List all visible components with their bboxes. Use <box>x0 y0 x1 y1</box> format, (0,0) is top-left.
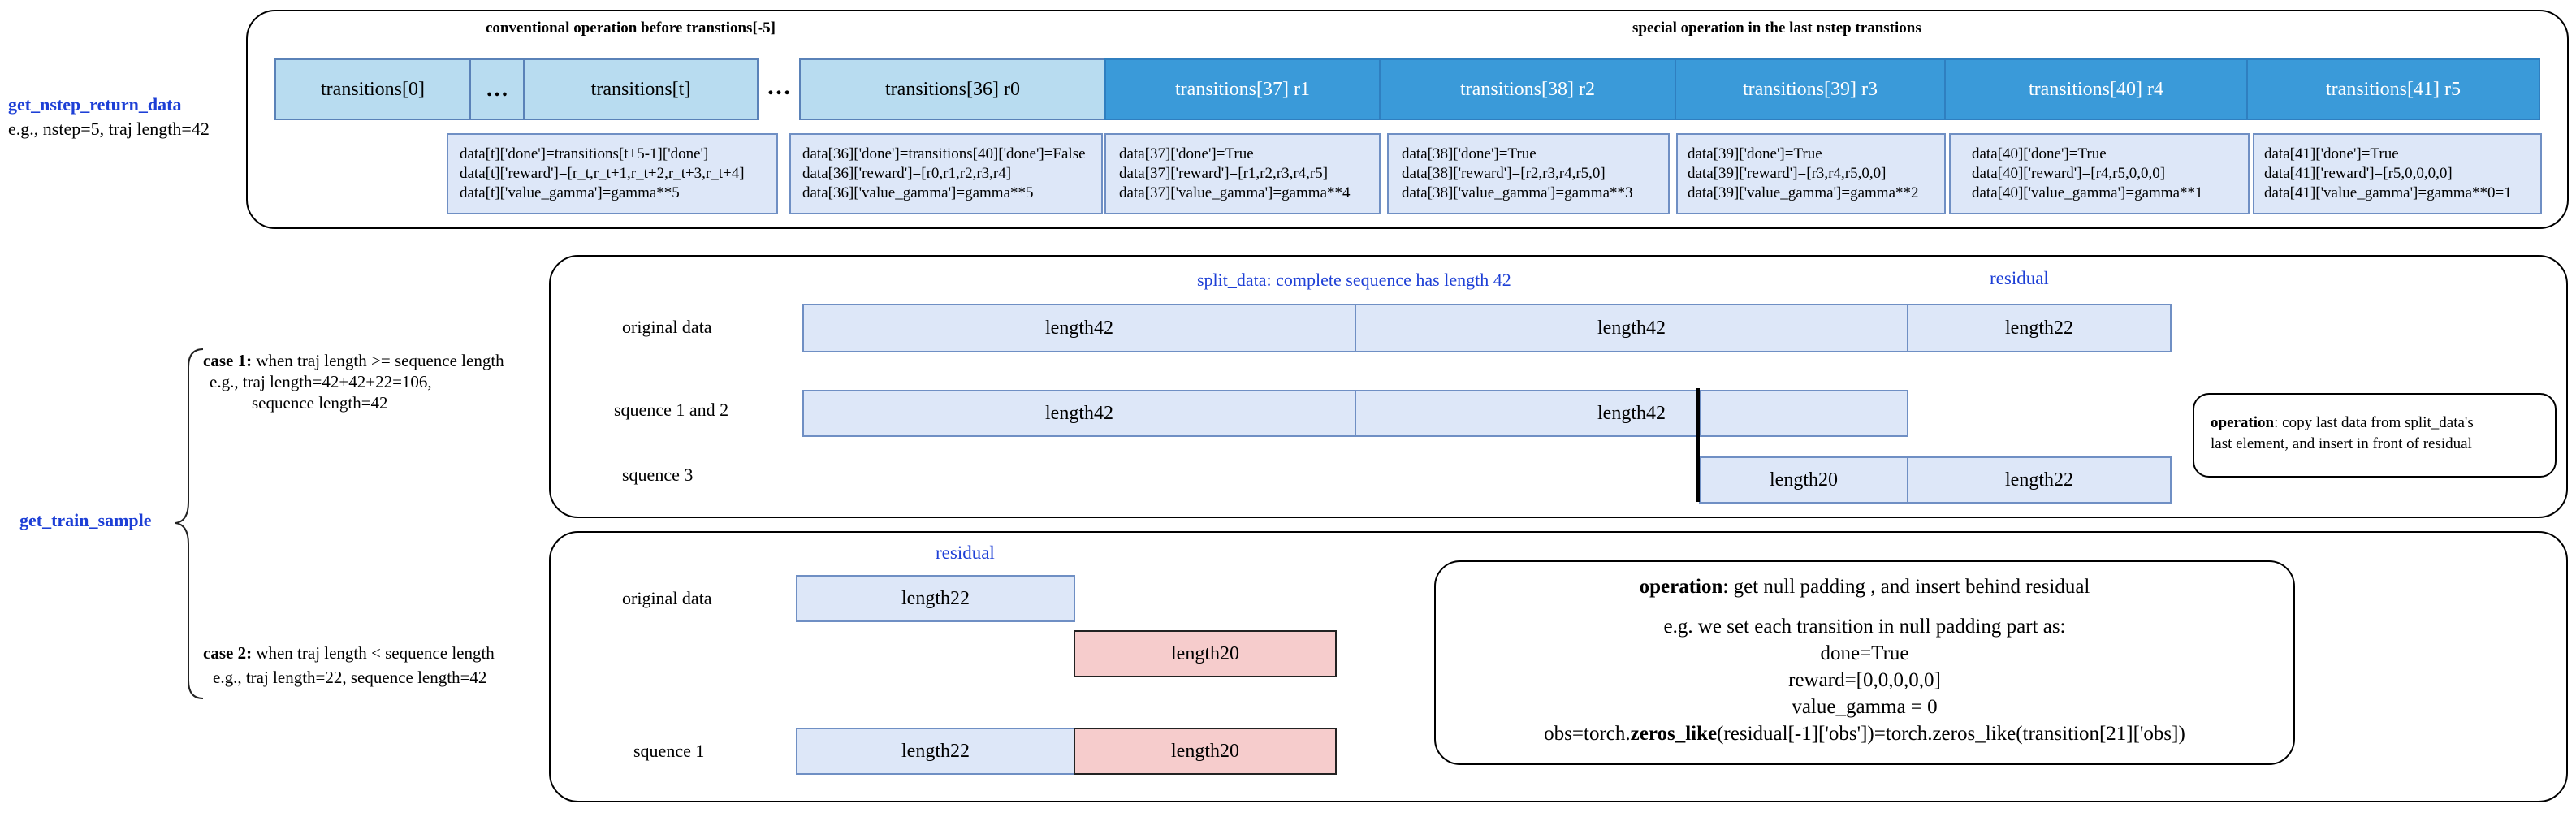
case2-title: case 2: when traj length < sequence leng… <box>203 643 495 663</box>
data-segment: length42 <box>802 304 1356 352</box>
transition-cell: transitions[0] <box>274 58 471 120</box>
transition-cell-special: transitions[39] r3 <box>1675 58 1946 120</box>
ellipsis-gap: … <box>767 73 791 100</box>
conventional-operation-header: conventional operation before transtions… <box>486 19 776 37</box>
transition-cell-special: transitions[40] r4 <box>1944 58 2248 120</box>
case1-sequence-length: sequence length=42 <box>252 393 388 413</box>
case2-example: e.g., traj length=22, sequence length=42 <box>213 668 487 687</box>
get-train-sample-label: get_train_sample <box>19 510 152 530</box>
null-padding-segment: length20 <box>1074 630 1337 677</box>
row-label-sequence-3: squence 3 <box>622 465 694 485</box>
data-segment: length20 <box>1699 456 1908 504</box>
nstep-note: data[t]['done']=transitions[t+5-1]['done… <box>447 133 778 214</box>
split-data-label: split_data: complete sequence has length… <box>1197 270 1511 290</box>
data-segment-empty <box>1699 390 1908 437</box>
special-operation-header: special operation in the last nstep tran… <box>1632 19 1921 37</box>
transition-cell-ellipsis: … <box>469 58 525 120</box>
case1-example: e.g., traj length=42+42+22=106, <box>210 372 432 391</box>
data-segment: length42 <box>802 390 1356 437</box>
transition-cell-special: transitions[41] r5 <box>2246 58 2540 120</box>
transition-cell: transitions[t] <box>523 58 759 120</box>
data-segment: length22 <box>796 575 1075 622</box>
data-segment: length42 <box>1355 304 1908 352</box>
row-label-original-data: original data <box>622 317 712 337</box>
transition-cell-special: transitions[37] r1 <box>1104 58 1381 120</box>
row-label-sequence-1: squence 1 <box>633 741 705 761</box>
split-divider <box>1696 388 1700 502</box>
data-segment: length22 <box>1907 456 2172 504</box>
residual-label: residual <box>936 543 995 563</box>
residual-label: residual <box>1990 268 2049 288</box>
case2-operation-box: operation: get null padding , and insert… <box>1434 560 2295 765</box>
data-segment: length22 <box>1907 304 2172 352</box>
case1-operation-box: operation: copy last data from split_dat… <box>2193 393 2557 478</box>
case1-panel <box>549 255 2568 518</box>
row-label-sequence-1-and-2: squence 1 and 2 <box>614 400 729 420</box>
curly-brace <box>175 348 204 699</box>
get-nstep-return-data-label: get_nstep_return_data <box>8 94 182 115</box>
nstep-note: data[36]['done']=transitions[40]['done']… <box>789 133 1103 214</box>
transition-cell-special: transitions[38] r2 <box>1379 58 1676 120</box>
transition-cell: transitions[36] r0 <box>799 58 1106 120</box>
null-padding-segment: length20 <box>1074 728 1337 775</box>
row-label-original-data: original data <box>622 588 712 608</box>
case1-title: case 1: when traj length >= sequence len… <box>203 351 504 370</box>
data-segment: length22 <box>796 728 1075 775</box>
nstep-example-label: e.g., nstep=5, traj length=42 <box>8 119 210 139</box>
